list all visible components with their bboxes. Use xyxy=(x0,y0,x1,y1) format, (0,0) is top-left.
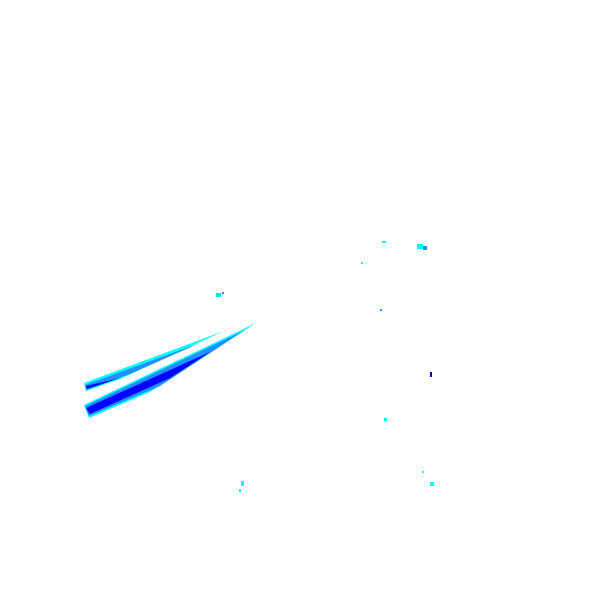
speck xyxy=(361,262,363,264)
speck xyxy=(422,471,424,473)
upper-streak-mid xyxy=(85,343,200,390)
upper-streak-core xyxy=(86,378,120,389)
upper-streak xyxy=(84,331,224,391)
speck xyxy=(239,489,241,492)
speck xyxy=(417,244,423,249)
speck xyxy=(382,241,386,243)
speck xyxy=(216,293,221,297)
speck xyxy=(241,481,244,486)
speck xyxy=(430,482,434,486)
speck xyxy=(222,292,224,294)
speck xyxy=(423,246,427,250)
speck xyxy=(380,309,382,311)
lower-streak xyxy=(84,323,256,418)
scattered-points xyxy=(216,241,434,492)
speck xyxy=(384,418,387,421)
lower-streak-core xyxy=(86,352,210,414)
speck xyxy=(430,372,432,377)
